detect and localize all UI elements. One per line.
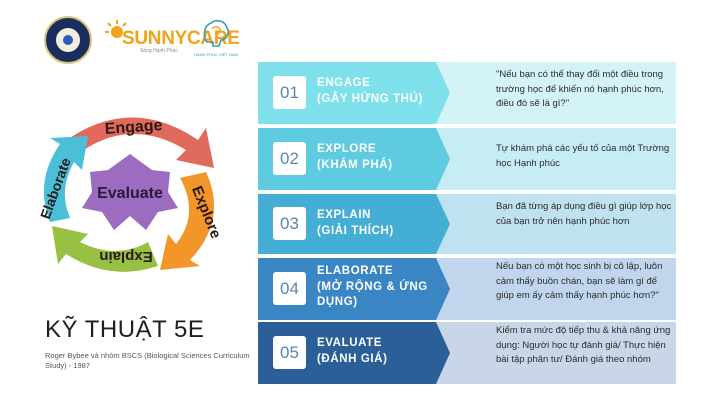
cycle-stage-elaborate: Elaborate	[37, 155, 74, 221]
brand-name: SUNNYCARE	[122, 28, 240, 49]
row-label-en: EVALUATE	[317, 337, 383, 349]
stage-row-engage: 01 ENGAGE (GÂY HỨNG THÚ) "Nếu bạn có thể…	[258, 62, 676, 124]
cycle-stage-explain: Explain	[99, 248, 152, 265]
explore-arrow	[160, 172, 215, 270]
row-description: Nếu bạn có một học sinh bị cô lập, luôn …	[496, 261, 663, 302]
row-label-vi: (GÂY HỨNG THÚ)	[317, 92, 423, 105]
row-description: Tự khám phá các yếu tố của một Trường họ…	[496, 143, 670, 169]
row-label-vi: (MỞ RỘNG & ỨNG DỤNG)	[317, 280, 428, 309]
source-credit: Roger Bybee và nhóm BSCS (Biological Sci…	[45, 351, 250, 371]
row-band	[258, 62, 450, 124]
stage-row-explore: 02 EXPLORE (KHÁM PHÁ) Tự khám phá các yế…	[258, 128, 676, 190]
row-desc-panel	[436, 128, 676, 190]
row-label: EXPLORE (KHÁM PHÁ)	[317, 142, 447, 173]
row-description: "Nếu bạn có thể thay đổi một điều trong …	[496, 69, 664, 110]
cycle-stage-engage: Engage	[104, 117, 163, 138]
stage-row-explain: 03 EXPLAIN (GIẢI THÍCH) Bạn đã từng áp d…	[258, 194, 676, 254]
row-band	[258, 194, 450, 254]
row-desc-panel	[436, 258, 676, 320]
stage-row-evaluate: 05 EVALUATE (ĐÁNH GIÁ) Kiểm tra mức độ t…	[258, 322, 676, 384]
elaborate-arrow	[43, 136, 88, 222]
row-number: 03	[273, 207, 306, 240]
row-band	[258, 258, 450, 320]
row-label-en: ELABORATE	[317, 265, 394, 277]
row-label: ELABORATE (MỞ RỘNG & ỨNG DỤNG)	[317, 264, 447, 311]
brand-tagline: Sống Hạnh Phúc	[140, 48, 178, 54]
row-number: 05	[273, 336, 306, 369]
row-number: 02	[273, 142, 306, 175]
row-label: EXPLAIN (GIẢI THÍCH)	[317, 208, 447, 239]
row-label-en: EXPLORE	[317, 143, 377, 155]
sun-logo-icon	[105, 20, 129, 38]
row-number: 01	[273, 76, 306, 109]
evaluate-center-shape	[82, 154, 178, 230]
row-label: EVALUATE (ĐÁNH GIÁ)	[317, 336, 447, 367]
row-label-vi: (GIẢI THÍCH)	[317, 224, 394, 237]
row-desc-panel	[436, 322, 676, 384]
row-label-en: ENGAGE	[317, 77, 371, 89]
cycle-center-label: Evaluate	[97, 185, 163, 202]
brain-logo-icon	[203, 19, 229, 47]
engage-arrow	[64, 117, 214, 168]
row-label-vi: (KHÁM PHÁ)	[317, 158, 393, 171]
partner-caption: HẠNH PHÚC VIỆT NAM	[194, 52, 238, 57]
school-seal-logo	[44, 16, 92, 64]
row-desc-panel	[436, 62, 676, 124]
row-description: Kiểm tra mức độ tiếp thu & khả năng ứng …	[496, 325, 671, 366]
row-band	[258, 128, 450, 190]
explain-arrow	[52, 226, 158, 272]
five-e-cycle-diagram: Evaluate Engage Explore Explain Elaborat…	[37, 117, 224, 272]
row-description: Bạn đã từng áp dụng điều gì giúp lớp học…	[496, 201, 672, 227]
row-band	[258, 322, 450, 384]
page-title: KỸ THUẬT 5E	[45, 316, 205, 343]
row-desc-panel	[436, 194, 676, 254]
stage-row-elaborate: 04 ELABORATE (MỞ RỘNG & ỨNG DỤNG) Nếu bạ…	[258, 258, 676, 320]
row-label-vi: (ĐÁNH GIÁ)	[317, 352, 388, 365]
row-label-en: EXPLAIN	[317, 209, 372, 221]
row-label: ENGAGE (GÂY HỨNG THÚ)	[317, 76, 447, 107]
row-number: 04	[273, 272, 306, 305]
